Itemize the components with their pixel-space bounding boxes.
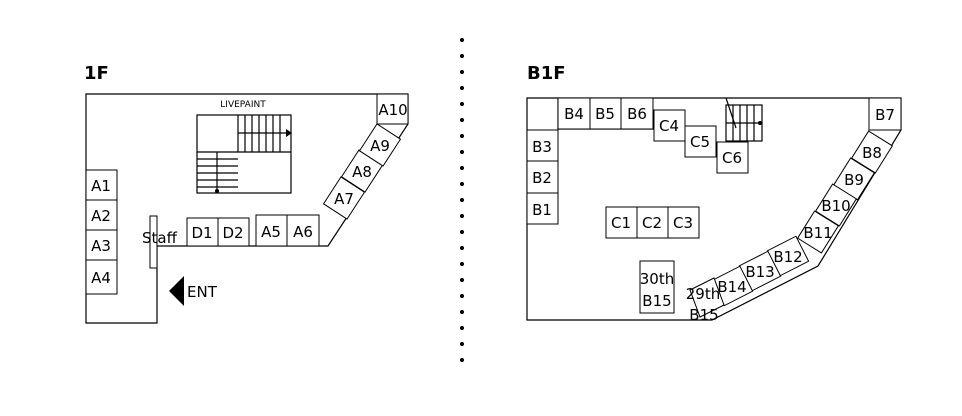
booth-a3: A3 [85, 229, 118, 261]
booth-b13: B13 [738, 250, 782, 292]
booth-b1: B1 [526, 192, 559, 225]
booth-a6: A6 [286, 214, 320, 247]
booth-c5: C5 [684, 125, 717, 158]
booth-b15-30th: 30th B15 [639, 260, 675, 314]
svg-text:D1: D1 [191, 224, 212, 242]
svg-text:D2: D2 [222, 224, 243, 242]
svg-text:A10: A10 [378, 101, 407, 119]
floor-1f-title: 1F [84, 63, 109, 84]
booth-a1: A1 [85, 169, 118, 201]
svg-text:A1: A1 [91, 177, 111, 195]
booth-b4: B4 [557, 97, 591, 130]
booth-c4: C4 [653, 109, 686, 142]
staff-label: Staff [142, 229, 178, 247]
svg-text:C4: C4 [659, 117, 679, 135]
svg-text:B15: B15 [689, 306, 718, 324]
svg-text:C2: C2 [642, 214, 662, 232]
svg-text:B14: B14 [717, 278, 746, 296]
booth-a2: A2 [85, 199, 118, 231]
svg-text:C5: C5 [690, 133, 710, 151]
svg-text:30th: 30th [640, 270, 674, 288]
svg-text:B1: B1 [532, 201, 552, 219]
svg-text:B11: B11 [803, 224, 832, 242]
svg-text:A2: A2 [91, 207, 111, 225]
svg-text:A8: A8 [352, 163, 372, 181]
booth-b5: B5 [589, 97, 622, 130]
svg-text:B2: B2 [532, 169, 552, 187]
svg-text:B15: B15 [642, 292, 671, 310]
svg-text:B9: B9 [844, 171, 864, 189]
booth-a8: A8 [340, 149, 384, 193]
booth-c6: C6 [716, 141, 749, 174]
entrance-label: ENT [187, 283, 218, 301]
booth-b14: B14 [710, 265, 754, 307]
booth-b6: B6 [620, 97, 654, 130]
booth-d1: D1 [186, 217, 219, 247]
svg-text:B6: B6 [627, 105, 647, 123]
svg-text:C1: C1 [611, 214, 631, 232]
stairs-1f [196, 114, 292, 194]
floor-b1f-title: B1F [527, 63, 566, 84]
booth-c3: C3 [667, 206, 700, 239]
booth-a10: A10 [376, 93, 409, 125]
booth-d2: D2 [217, 217, 250, 247]
booth-b7: B7 [868, 97, 902, 131]
svg-text:A5: A5 [261, 223, 281, 241]
svg-text:A3: A3 [91, 237, 111, 255]
svg-text:B10: B10 [821, 197, 850, 215]
booth-c2: C2 [636, 206, 669, 239]
svg-text:A4: A4 [91, 269, 111, 287]
booth-b11: B11 [796, 210, 840, 254]
svg-text:B8: B8 [862, 144, 882, 162]
booth-a4: A4 [85, 259, 118, 295]
booth-a5: A5 [255, 214, 288, 247]
booth-a9: A9 [358, 123, 402, 167]
svg-text:B13: B13 [745, 263, 774, 281]
svg-text:B3: B3 [532, 138, 552, 156]
booth-b15-29th: 29th B15 [686, 277, 725, 324]
booth-b2: B2 [526, 160, 559, 194]
booth-b8: B8 [850, 130, 894, 174]
svg-text:B5: B5 [595, 105, 615, 123]
stairs-b1f [725, 97, 763, 142]
booth-c1: C1 [605, 206, 638, 239]
svg-text:B12: B12 [773, 248, 802, 266]
svg-text:29th: 29th [686, 285, 720, 303]
floor-divider [460, 38, 464, 362]
svg-text:B7: B7 [875, 106, 895, 124]
entrance-arrow-icon [169, 276, 184, 306]
booth-b3: B3 [526, 129, 559, 162]
svg-text:A6: A6 [293, 223, 313, 241]
svg-text:A7: A7 [334, 190, 354, 208]
staff-desk [149, 215, 158, 269]
svg-text:A9: A9 [370, 137, 390, 155]
svg-text:C3: C3 [673, 214, 693, 232]
livepaint-label: LIVEPAINT [220, 100, 266, 110]
floor-1f-outline [85, 93, 409, 324]
svg-text:B4: B4 [564, 105, 584, 123]
svg-text:C6: C6 [722, 149, 742, 167]
